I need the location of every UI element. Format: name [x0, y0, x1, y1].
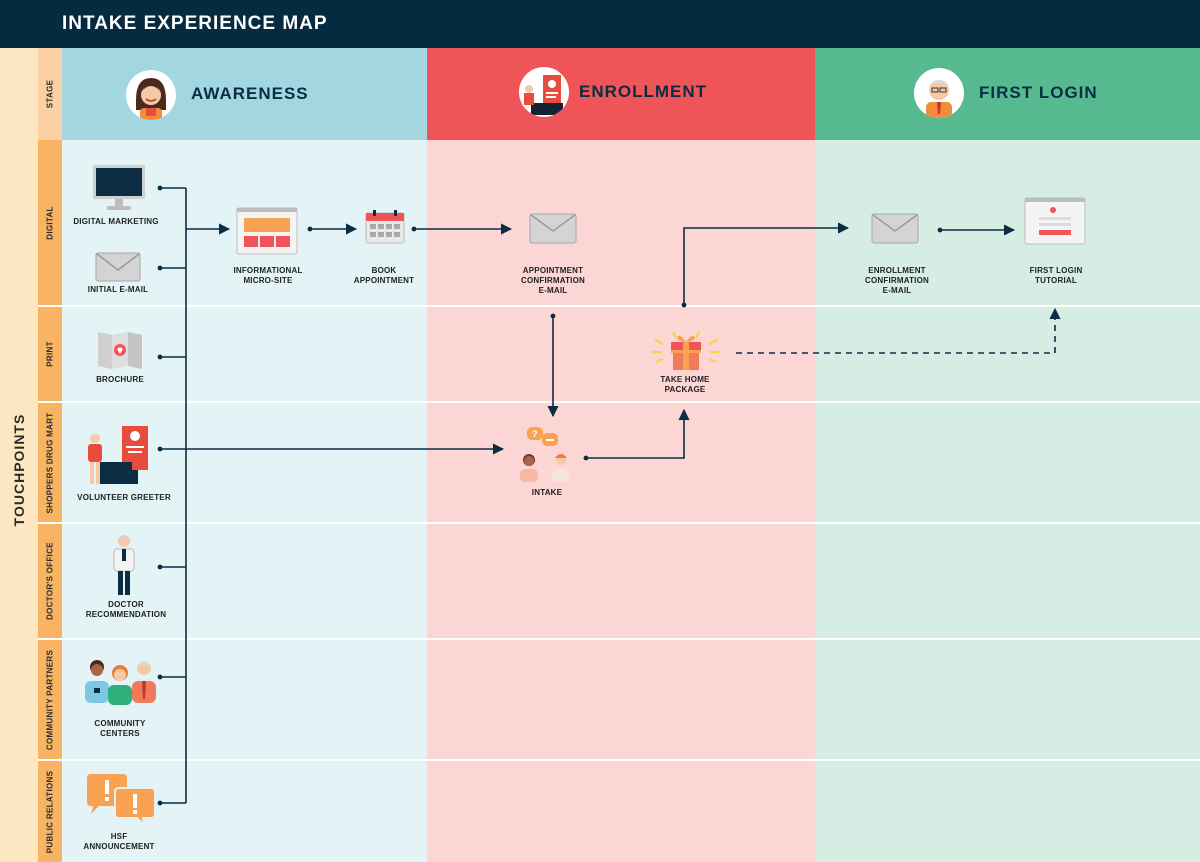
row-tab-public-relations: PUBLIC RELATIONS — [38, 761, 62, 862]
volunteer-banner-avatar-icon — [519, 67, 569, 117]
tab-divider — [38, 401, 62, 403]
label-hsf-announcement: HSF ANNOUNCEMENT — [83, 832, 155, 851]
svg-text:?: ? — [532, 429, 538, 439]
older-man-avatar-icon — [914, 68, 964, 118]
row-divider — [62, 305, 1200, 307]
envelope-icon — [871, 213, 919, 249]
speech-bubbles-alert-icon — [83, 774, 157, 833]
arrow-to-enrollment-email — [683, 222, 850, 305]
tab-divider — [38, 305, 62, 307]
label-micro-site: INFORMATIONAL MICRO-SITE — [233, 266, 303, 285]
website-icon — [236, 207, 298, 260]
label-first-login-tutorial: FIRST LOGIN TUTORIAL — [1029, 266, 1083, 285]
tab-divider — [38, 522, 62, 524]
row-tab-shoppers-drug-mart: SHOPPERS DRUG MART — [38, 403, 62, 522]
label-appointment-confirmation-email: APPOINTMENT CONFIRMATION E-MAIL — [520, 266, 586, 295]
row-tab-stage: STAGE — [38, 48, 62, 140]
column-first-login — [815, 140, 1200, 862]
stage-enrollment-band — [427, 48, 815, 140]
stage-awareness-title: AWARENESS — [191, 84, 309, 103]
arrow-intake-to-take-home — [586, 408, 690, 459]
row-divider — [62, 638, 1200, 640]
page-title: INTAKE EXPERIENCE MAP — [62, 13, 328, 34]
woman-avatar-icon — [126, 70, 176, 120]
brochure-icon — [97, 329, 143, 376]
column-enrollment — [427, 140, 815, 862]
row-divider — [62, 522, 1200, 524]
gift-package-icon — [651, 328, 721, 379]
calendar-icon — [365, 210, 405, 249]
login-screen-icon — [1024, 197, 1086, 250]
label-brochure: BROCHURE — [96, 375, 144, 384]
label-doctor-recommendation: DOCTOR RECOMMENDATION — [85, 600, 167, 619]
label-initial-email: INITIAL E-MAIL — [87, 285, 149, 294]
conversation-icon: ? — [517, 424, 575, 489]
envelope-icon — [529, 213, 577, 249]
volunteer-greeter-icon — [84, 424, 152, 493]
touchpoints-sidebar — [0, 48, 38, 862]
envelope-icon — [95, 252, 141, 287]
label-volunteer-greeter: VOLUNTEER GREETER — [77, 493, 171, 502]
header-bar — [0, 0, 1200, 48]
label-enrollment-confirmation-email: ENROLLMENT CONFIRMATION E-MAIL — [864, 266, 930, 295]
dashed-arrow-to-tutorial — [736, 307, 1061, 354]
community-group-icon — [82, 655, 162, 710]
stage-first-login-title: FIRST LOGIN — [979, 83, 1098, 102]
label-take-home-package: TAKE HOME PACKAGE — [660, 375, 710, 394]
tab-divider — [38, 638, 62, 640]
row-tab-doctors-office: DOCTOR'S OFFICE — [38, 524, 62, 638]
tab-divider — [38, 759, 62, 761]
stage-awareness-band — [62, 48, 427, 140]
row-tab-print: PRINT — [38, 307, 62, 401]
row-divider — [62, 759, 1200, 761]
doctor-icon — [108, 533, 140, 602]
row-divider — [62, 401, 1200, 403]
label-book-appointment: BOOK APPOINTMENT — [353, 266, 415, 285]
stage-first-login-band — [815, 48, 1200, 140]
label-intake: INTAKE — [531, 488, 563, 497]
row-tab-digital: DIGITAL — [38, 140, 62, 305]
stage-enrollment-title: ENROLLMENT — [579, 82, 708, 101]
monitor-icon — [92, 164, 146, 217]
label-digital-marketing: DIGITAL MARKETING — [73, 217, 159, 226]
label-community-centers: COMMUNITY CENTERS — [94, 719, 146, 738]
row-tab-community-partners: COMMUNITY PARTNERS — [38, 640, 62, 759]
